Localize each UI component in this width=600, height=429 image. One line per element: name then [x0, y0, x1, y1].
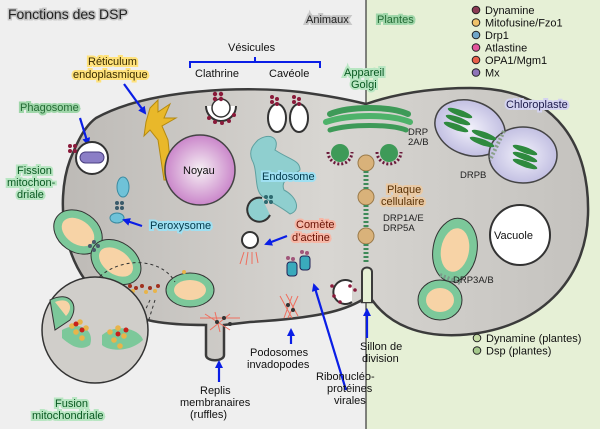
- legend-swatch: [471, 18, 481, 27]
- label-fission-1: Fission: [17, 165, 52, 177]
- legend-label: OPA1/Mgm1: [485, 55, 547, 67]
- label-replis-3: (ruffles): [190, 409, 227, 421]
- label-ribo-3: virales: [334, 395, 366, 407]
- label-drp3ab: DRP3A/B: [453, 275, 494, 286]
- label-fusion-1: Fusion: [55, 398, 88, 410]
- legend-swatch: [472, 333, 482, 343]
- label-phagosome: Phagosome: [20, 102, 79, 114]
- arrow-peroxysome: [122, 218, 143, 228]
- label-sillon-1: Sillon de: [360, 341, 402, 353]
- viral-ribonucleoproteins: [286, 250, 311, 277]
- legend-swatch: [471, 68, 481, 77]
- vesicules-bracket: [189, 57, 321, 68]
- endosome-budding: [246, 195, 273, 223]
- label-vesicules: Vésicules: [228, 42, 276, 54]
- region-label-plants: Plantes: [377, 14, 414, 26]
- furrow-coated-pit: [330, 279, 357, 305]
- legend-label: Dynamine: [485, 5, 535, 17]
- label-noyau: Noyau: [183, 165, 215, 177]
- label-reticulum-1: Réticulum: [88, 56, 137, 68]
- arrow-phagosome: [78, 117, 91, 146]
- diagram-title: Fonctions des DSP: [8, 6, 128, 22]
- caveolae: [267, 95, 309, 133]
- legend-label: Mx: [485, 68, 500, 80]
- label-sillon-2: division: [362, 353, 399, 365]
- division-furrow: [361, 266, 373, 302]
- legend-label: Dsp (plantes): [486, 346, 551, 358]
- label-peroxysome: Peroxysome: [150, 220, 211, 232]
- label-drp5a: DRP5A: [383, 223, 415, 234]
- vacuole: [489, 204, 551, 266]
- label-fission-2: mitochon-: [7, 177, 56, 189]
- label-clathrine: Clathrine: [195, 68, 239, 80]
- legend-label: Mitofusine/Fzo1: [485, 18, 563, 30]
- label-drp2ab-2: 2A/B: [408, 137, 429, 148]
- membrane-ruffles: [200, 311, 240, 333]
- legend-animal: DynamineMitofusine/Fzo1Drp1AtlastineOPA1…: [471, 5, 563, 80]
- legend-label: Drp1: [485, 30, 509, 42]
- region-label-animals: Animaux: [306, 14, 349, 26]
- endosome: [250, 135, 301, 215]
- label-reticulum-2: endoplasmique: [73, 69, 148, 81]
- label-drp1ae: DRP1A/E: [383, 213, 424, 224]
- nucleus: [164, 134, 236, 206]
- mitochondrion-fission: [53, 209, 142, 286]
- legend-swatch: [472, 346, 482, 355]
- label-ribo-2: protéines: [327, 383, 373, 395]
- actin-comet-vesicle: [239, 231, 259, 266]
- label-fusion-2: mitochondriale: [32, 410, 104, 422]
- label-comete-1: Comète: [296, 219, 335, 231]
- peroxisome: [109, 176, 130, 224]
- mitochondrion-fusing: [128, 270, 215, 308]
- label-golgi-2: Golgi: [351, 79, 377, 91]
- label-replis-1: Replis: [200, 385, 231, 397]
- podosomes: [279, 293, 299, 319]
- golgi-apparatus: [323, 105, 413, 166]
- label-comete-2: d’actine: [292, 232, 330, 244]
- label-golgi-1: Appareil: [344, 67, 384, 79]
- label-vacuole: Vacuole: [494, 230, 533, 242]
- legend-swatch: [471, 55, 481, 65]
- arrow-reticulum: [123, 83, 147, 115]
- label-chloroplaste: Chloroplaste: [506, 99, 568, 111]
- label-drp2ab-1: DRP: [408, 127, 428, 138]
- arrow-comete: [264, 234, 288, 246]
- label-plaque-2: cellulaire: [381, 196, 424, 208]
- label-drpb: DRPB: [460, 170, 486, 181]
- legend-swatch: [471, 43, 481, 52]
- legend-swatch: [471, 5, 481, 15]
- legend-label: Dynamine (plantes): [486, 333, 581, 345]
- label-endosome: Endosome: [262, 171, 315, 183]
- fusion-inset: [41, 276, 149, 384]
- label-plaque-1: Plaque: [387, 184, 421, 196]
- cell-plate: [357, 154, 375, 262]
- label-podosomes-2: invadopodes: [247, 359, 310, 371]
- label-podosomes-1: Podosomes: [250, 347, 309, 359]
- legend-swatch: [471, 30, 481, 40]
- legend-label: Atlastine: [485, 43, 527, 55]
- legend-plant: Dynamine (plantes)Dsp (plantes): [472, 333, 581, 358]
- phagosome: [68, 141, 109, 175]
- clathrin-coated-pit: [205, 91, 237, 125]
- label-fission-3: driale: [17, 189, 44, 201]
- chloroplast: [434, 99, 558, 184]
- label-replis-2: membranaires: [180, 397, 251, 409]
- arrow-ribonucleo: [311, 283, 348, 391]
- plant-mitochondrion: [417, 217, 478, 321]
- label-caveole: Cavéole: [269, 68, 309, 80]
- label-ribo-1: Ribonucléo-: [316, 371, 375, 383]
